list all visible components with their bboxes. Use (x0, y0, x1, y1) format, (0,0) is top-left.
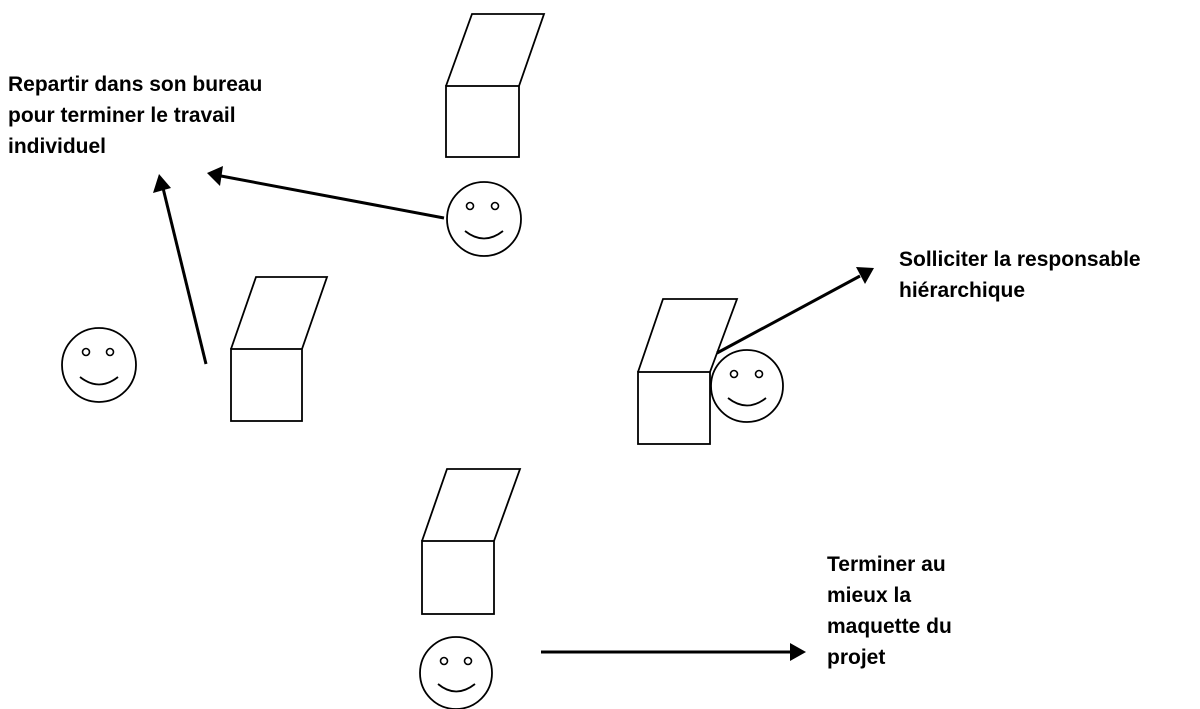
label-return-to-office: Repartir dans son bureau pour terminer l… (8, 69, 262, 162)
label-finish-mockup: Terminer au mieux la maquette du projet (827, 549, 952, 673)
smiley-face-icon-bottom (419, 636, 493, 709)
label-line: projet (827, 646, 886, 669)
label-line: Terminer au (827, 553, 946, 576)
arrow-top-person-to-office (207, 166, 445, 220)
label-line: individuel (8, 135, 107, 158)
smiley-face-icon-top (446, 181, 522, 257)
label-line: Repartir dans son bureau (8, 73, 263, 96)
desk-box-icon-left (230, 276, 329, 422)
arrow-bottom-person-to-mockup (541, 643, 806, 661)
smiley-face-icon-left (61, 327, 137, 403)
label-line: maquette du (827, 615, 952, 638)
label-line: mieux la (827, 584, 912, 607)
label-line: hiérarchique (899, 279, 1026, 302)
label-line: Solliciter la responsable (899, 248, 1141, 271)
desk-box-icon-top (445, 13, 546, 158)
label-line: pour terminer le travail (8, 104, 236, 127)
arrow-right-person-to-manager (716, 267, 874, 355)
label-ask-manager: Solliciter la responsable hiérarchique (899, 244, 1141, 306)
desk-box-icon-right (637, 298, 739, 445)
arrow-left-desk-to-office (153, 174, 208, 365)
desk-box-icon-bottom (421, 468, 522, 615)
smiley-face-icon-right (710, 349, 784, 423)
